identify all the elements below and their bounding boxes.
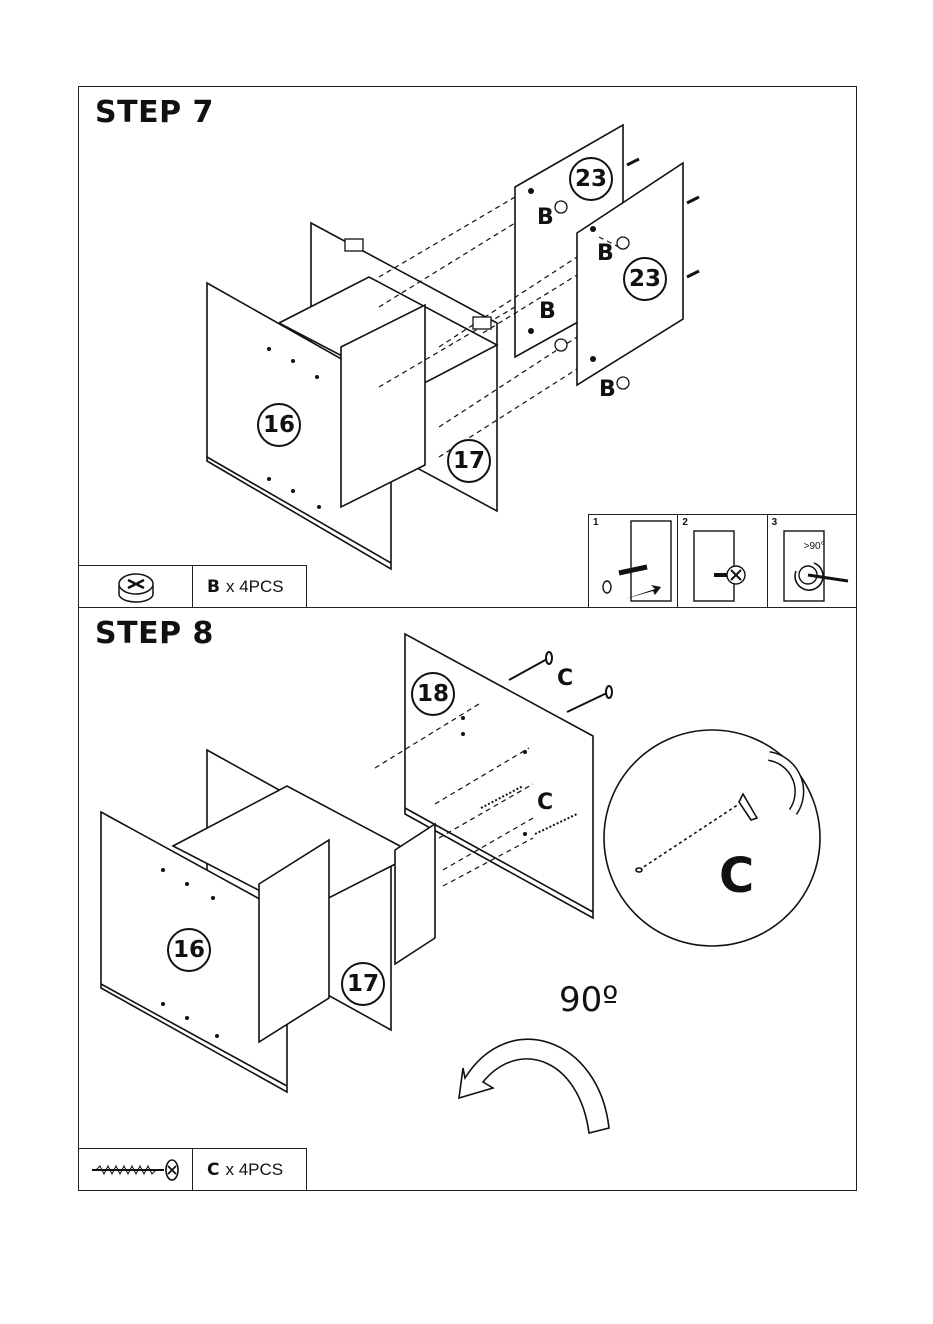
rotation-label: 90º xyxy=(559,980,618,1020)
fitting-label-b: B xyxy=(537,205,554,230)
parts-letter: B xyxy=(207,577,220,597)
inset-step-1: 1 xyxy=(589,515,678,607)
parts-count: x 4PCS xyxy=(225,1160,283,1180)
parts-box-step-8: C x 4PCS xyxy=(79,1148,307,1190)
parts-quantity: B x 4PCS xyxy=(193,566,306,607)
turn-cam-icon xyxy=(768,515,856,605)
panel-label-16: 16 xyxy=(167,928,211,972)
screw-label-c: C xyxy=(557,666,573,691)
screw-icon xyxy=(79,1149,193,1190)
panel-label-23-back: 23 xyxy=(569,157,613,201)
screw-label-c: C xyxy=(537,790,553,815)
step-7-panel: STEP 7 xyxy=(78,86,857,608)
parts-letter: C xyxy=(207,1160,219,1180)
parts-box-step-7: B x 4PCS xyxy=(79,565,307,607)
cam-screw-icon xyxy=(678,515,766,605)
fitting-label-b: B xyxy=(599,377,616,402)
panel-label-16: 16 xyxy=(257,403,301,447)
cam-lock-icon xyxy=(79,566,193,607)
panel-label-17: 17 xyxy=(447,439,491,483)
inset-number: 2 xyxy=(682,517,688,528)
fitting-label-b: B xyxy=(597,241,614,266)
detail-label-c: C xyxy=(719,848,754,904)
parts-count: x 4PCS xyxy=(226,577,284,597)
cam-lock-instructions: 1 2 3 >90° xyxy=(588,514,856,607)
inset-number: 1 xyxy=(593,517,599,528)
inset-step-2: 2 xyxy=(678,515,767,607)
rotation-angle: >90° xyxy=(804,541,825,552)
panel-label-18: 18 xyxy=(411,672,455,716)
inset-step-3: 3 >90° xyxy=(768,515,856,607)
fitting-label-b: B xyxy=(539,299,556,324)
panel-label-23-front: 23 xyxy=(623,257,667,301)
panel-label-17: 17 xyxy=(341,962,385,1006)
inset-number: 3 xyxy=(772,517,778,528)
step-8-panel: STEP 8 xyxy=(78,608,857,1191)
parts-quantity: C x 4PCS xyxy=(193,1149,306,1190)
dowel-insert-icon xyxy=(589,515,677,605)
